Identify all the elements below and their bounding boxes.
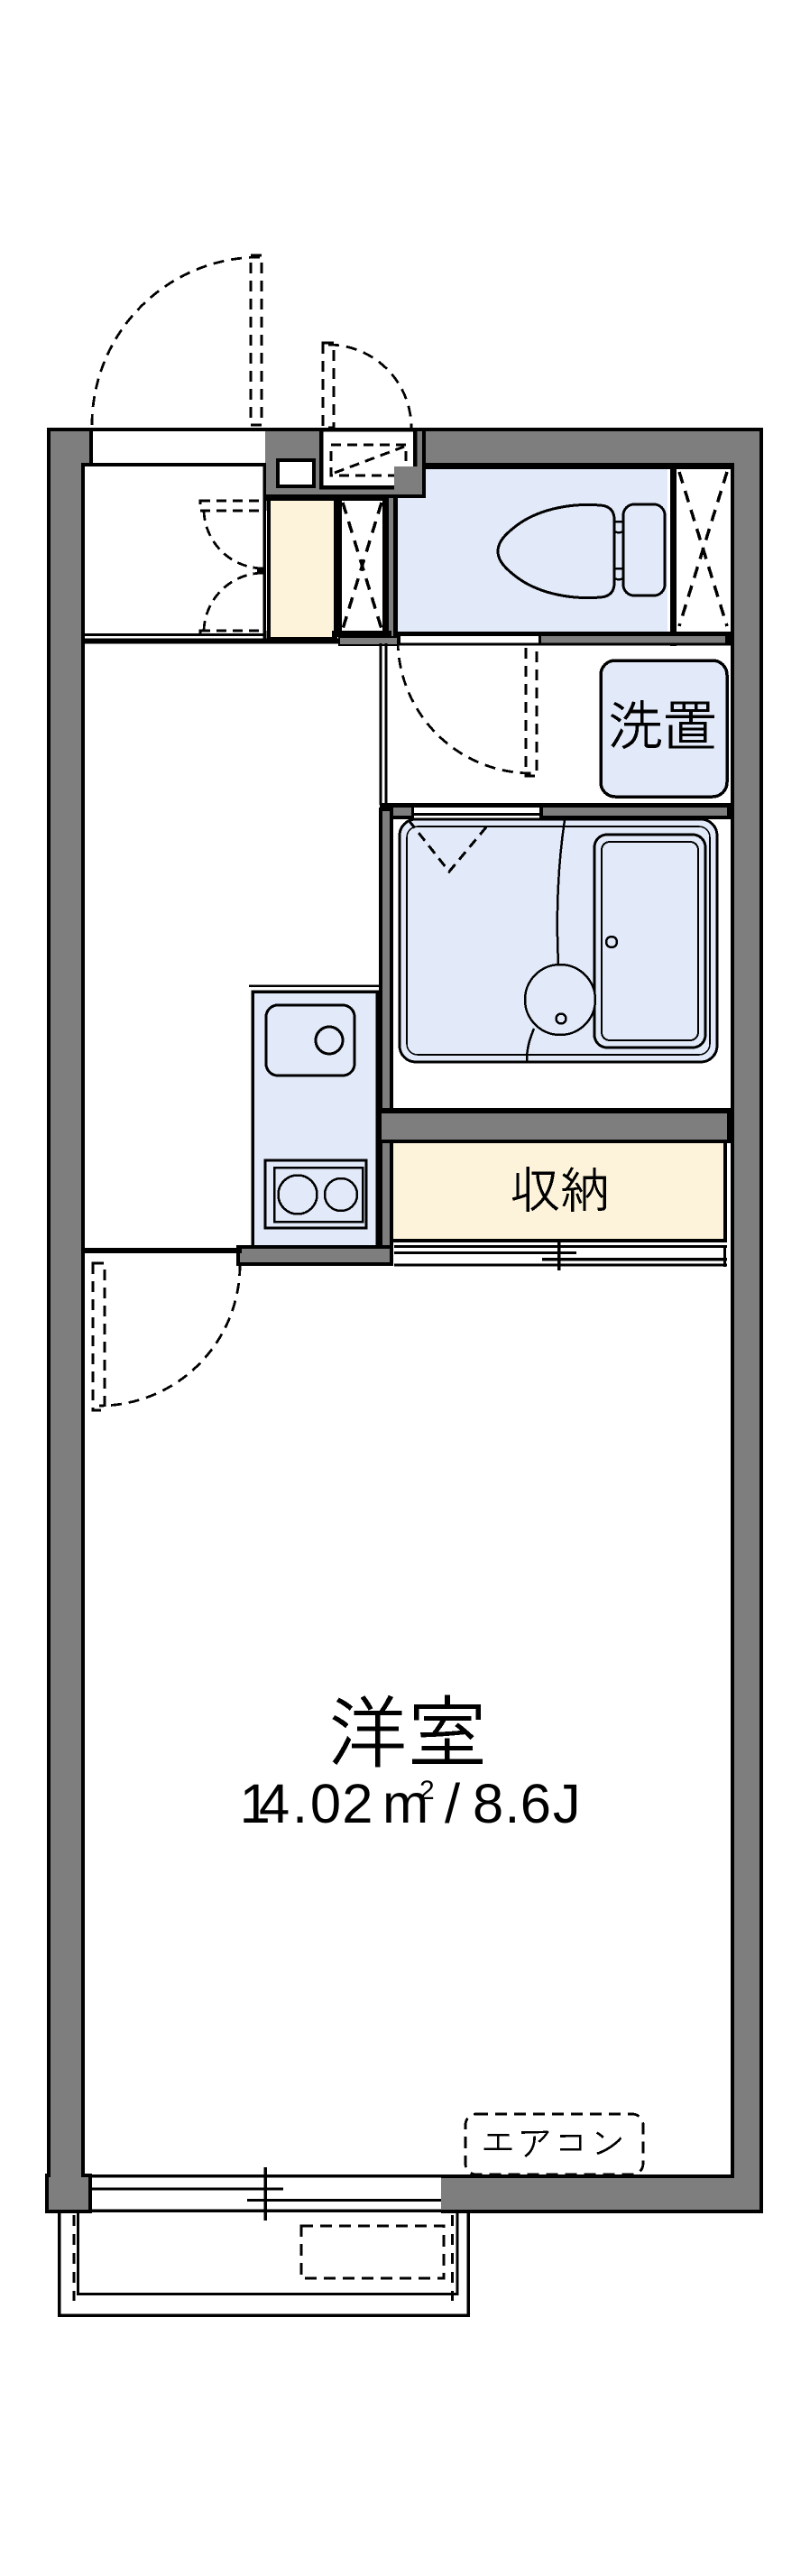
- svg-text:0: 0: [310, 1773, 341, 1835]
- svg-text:.: .: [292, 1773, 308, 1835]
- svg-text:/: /: [445, 1773, 461, 1835]
- svg-text:6: 6: [520, 1773, 551, 1835]
- svg-text:8: 8: [473, 1773, 503, 1835]
- svg-text:.: .: [504, 1773, 520, 1835]
- svg-text:1: 1: [240, 1773, 271, 1835]
- svg-text:2: 2: [342, 1773, 373, 1835]
- svg-text:m: m: [382, 1773, 428, 1835]
- svg-text:J: J: [553, 1773, 581, 1835]
- svg-text:4: 4: [259, 1773, 290, 1835]
- svg-text:2: 2: [419, 1776, 435, 1805]
